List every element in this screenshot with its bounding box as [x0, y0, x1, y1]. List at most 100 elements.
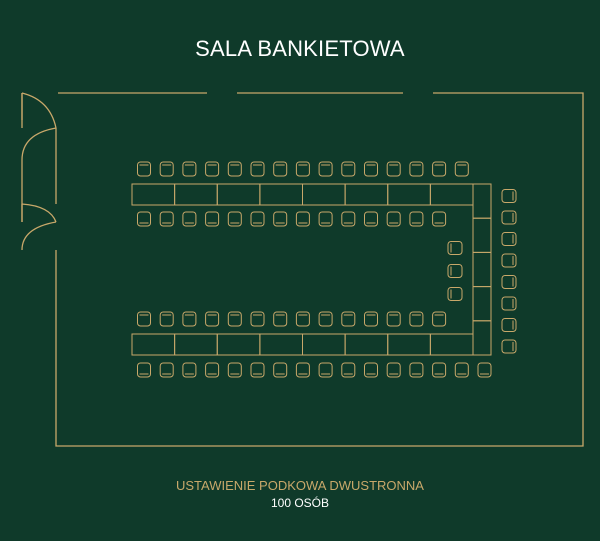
chair [432, 311, 447, 327]
chair-seat [137, 362, 151, 378]
chair-seat [386, 362, 401, 378]
chair [273, 362, 288, 378]
chair-seat [501, 189, 517, 203]
chair-seat [501, 318, 517, 332]
chair-seat [501, 232, 517, 246]
chair-seat [501, 296, 517, 311]
chair-seat [501, 339, 517, 354]
chair [159, 161, 174, 177]
table-top [429, 183, 474, 206]
chair [409, 211, 424, 227]
table-right [472, 286, 492, 322]
chair [159, 311, 174, 327]
chair [364, 161, 378, 177]
table-bottom [131, 333, 176, 356]
chair [364, 311, 378, 327]
chair [501, 296, 517, 311]
chair-seat [273, 211, 288, 227]
door-left-top-leaf [21, 127, 57, 161]
chair-seat [250, 211, 265, 227]
layout-caption: USTAWIENIE PODKOWA DWUSTRONNA [176, 478, 424, 493]
chair [182, 311, 197, 327]
chair [182, 211, 197, 227]
chair-seat [409, 362, 424, 378]
table-right [472, 251, 492, 288]
chair [501, 318, 517, 332]
chair [182, 161, 197, 177]
chair-seat [341, 311, 356, 327]
table-bottom [216, 333, 261, 356]
table-right [472, 217, 492, 253]
chair [137, 311, 151, 327]
chair [205, 362, 220, 378]
table-top [387, 183, 431, 206]
chair [454, 161, 469, 177]
chair-seat [364, 161, 378, 177]
chair [386, 211, 401, 227]
chair [432, 211, 447, 227]
chair-seat [250, 311, 265, 327]
room-walls [21, 92, 584, 447]
table-top [302, 183, 346, 206]
chair-seat [273, 362, 288, 378]
chair [341, 362, 356, 378]
chair [295, 311, 310, 327]
chair [386, 311, 401, 327]
table-top [344, 183, 389, 206]
chair-seat [159, 161, 174, 177]
chair [273, 161, 288, 177]
chair-seat [182, 362, 197, 378]
chair [250, 311, 265, 327]
chair [477, 362, 492, 378]
chair-seat [295, 161, 310, 177]
chair-seat [205, 161, 220, 177]
table-bottom [259, 333, 303, 356]
chair [318, 161, 333, 177]
chair [137, 362, 151, 378]
table-right [472, 320, 492, 356]
chair [295, 211, 310, 227]
chair [501, 210, 517, 225]
chair-seat [205, 362, 220, 378]
chair [273, 211, 288, 227]
chair-seat [364, 362, 378, 378]
chair-seat [454, 161, 469, 177]
room-title: SALA BANKIETOWA [195, 36, 405, 61]
chair [341, 211, 356, 227]
chair [205, 161, 220, 177]
chair [295, 362, 310, 378]
door-left-bottom-leaf [21, 221, 57, 251]
chair [501, 339, 517, 354]
chair-seat [341, 211, 356, 227]
chair-seat [159, 211, 174, 227]
chair-seat [501, 275, 517, 289]
chair [250, 211, 265, 227]
chair-seat [295, 211, 310, 227]
chair-seat [182, 311, 197, 327]
chair [227, 311, 242, 327]
chair-seat [159, 362, 174, 378]
chair [295, 161, 310, 177]
chair [250, 161, 265, 177]
chair [454, 362, 469, 378]
chair [182, 362, 197, 378]
chair-seat [295, 311, 310, 327]
chair-seat [341, 362, 356, 378]
chair [318, 362, 333, 378]
chair [364, 211, 378, 227]
chair-seat [318, 211, 333, 227]
chair-seat [273, 311, 288, 327]
chair [205, 211, 220, 227]
chair-seat [182, 211, 197, 227]
chair [341, 311, 356, 327]
chair [318, 211, 333, 227]
chair-seat [182, 161, 197, 177]
table-bottom [302, 333, 346, 356]
chair [409, 362, 424, 378]
chair-seat [318, 311, 333, 327]
chair-seat [364, 311, 378, 327]
chair [227, 161, 242, 177]
chair-seat [432, 362, 447, 378]
table-bottom [344, 333, 389, 356]
chair-seat [409, 161, 424, 177]
